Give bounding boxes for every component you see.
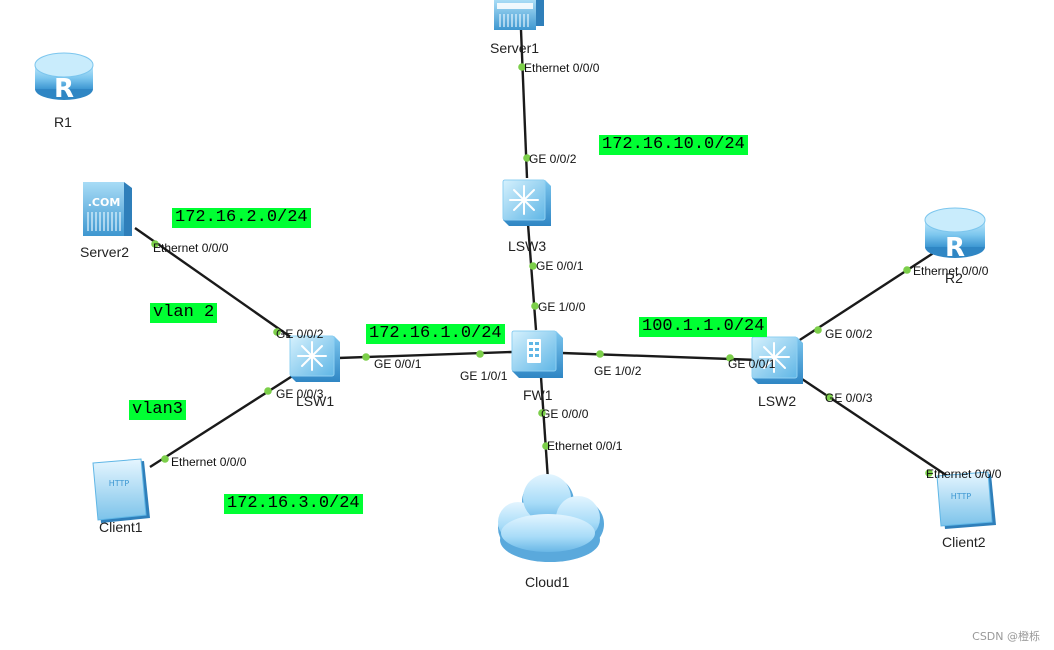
svg-text:HTTP: HTTP (951, 492, 972, 501)
port-dot-lsw1-ge003 (264, 387, 272, 395)
link-lsw2-client2[interactable] (795, 374, 959, 484)
svg-text:R: R (945, 233, 965, 263)
device-label-fw1: FW1 (523, 387, 553, 403)
port-dot-client1 (161, 455, 169, 463)
port-label-client2-eth: Ethernet 0/0/0 (926, 467, 1002, 481)
device-label-r1: R1 (54, 114, 72, 130)
port-dots (151, 63, 933, 477)
port-label-lsw2-ge001: GE 0/0/1 (728, 357, 776, 371)
port-dot-lsw2-ge002 (814, 326, 822, 334)
svg-text:R: R (54, 74, 74, 104)
port-label-lsw2-ge003: GE 0/0/3 (825, 391, 873, 405)
port-dot-cloud1 (542, 442, 550, 450)
port-dot-lsw3-bottom (529, 262, 537, 270)
server1-icon[interactable] (494, 0, 544, 30)
watermark: CSDN @橙栎 (972, 630, 1040, 643)
link-fw1-cloud1[interactable] (539, 376, 550, 481)
port-label-lsw2-ge002: GE 0/0/2 (825, 327, 873, 341)
switch-lsw3-icon[interactable] (502, 179, 551, 226)
network-label-172-16-10: 172.16.10.0/24 (599, 135, 748, 155)
port-label-cloud1-eth: Ethernet 0/0/1 (547, 439, 623, 453)
port-dot-server2 (151, 240, 159, 248)
link-lsw1-client1[interactable] (149, 373, 295, 469)
link-server1-lsw3[interactable] (519, 29, 529, 179)
device-label-r2: R2 (945, 270, 963, 286)
device-label-lsw3: LSW3 (508, 238, 547, 254)
port-dot-lsw3-top (523, 154, 531, 162)
port-dot-fw1-top (531, 302, 539, 310)
router-r2-icon[interactable]: R (924, 207, 986, 263)
port-label-lsw3-ge002: GE 0/0/2 (529, 152, 577, 166)
port-label-client1-eth: Ethernet 0/0/0 (171, 455, 247, 469)
device-label-server1: Server1 (490, 40, 540, 56)
port-label-server1-eth: Ethernet 0/0/0 (524, 61, 600, 75)
port-dot-fw1-ge102 (596, 350, 604, 358)
port-label-server2-eth: Ethernet 0/0/0 (153, 241, 229, 255)
device-label-server2: Server2 (80, 244, 130, 260)
port-dot-lsw1-ge001 (362, 353, 370, 361)
link-fw1-lsw2[interactable] (561, 351, 759, 362)
port-dot-lsw2-ge001 (726, 354, 734, 362)
device-label-client1: Client1 (99, 519, 143, 535)
svg-text:HTTP: HTTP (109, 479, 130, 488)
port-label-lsw1-ge001: GE 0/0/1 (374, 357, 422, 371)
link-server2-lsw1[interactable] (134, 227, 303, 346)
device-label-cloud1: Cloud1 (525, 574, 570, 590)
port-dot-lsw1-ge002 (273, 328, 281, 336)
client1-icon[interactable]: HTTP (92, 458, 150, 523)
client2-icon[interactable]: HTTP (936, 471, 996, 529)
vlan-label-2: vlan 2 (150, 303, 218, 323)
port-label-fw1-ge100: GE 1/0/0 (538, 300, 586, 314)
port-label-lsw3-ge001: GE 0/0/1 (536, 259, 584, 273)
switch-lsw2-icon[interactable] (751, 336, 803, 384)
router-r1-icon[interactable]: R (34, 52, 94, 104)
port-label-fw1-ge101: GE 1/0/1 (460, 369, 508, 383)
device-label-client2: Client2 (942, 534, 986, 550)
port-label-fw1-ge102: GE 1/0/2 (594, 364, 642, 378)
network-label-172-16-2: 172.16.2.0/24 (172, 208, 311, 228)
link-lsw3-fw1[interactable] (526, 223, 538, 331)
port-label-fw1-ge000: GE 0/0/0 (541, 407, 589, 421)
port-dot-server1 (518, 63, 526, 71)
port-label-lsw1-ge003: GE 0/0/3 (276, 387, 324, 401)
vlan-label-3: vlan3 (129, 400, 187, 420)
network-label-172-16-1: 172.16.1.0/24 (366, 324, 505, 344)
device-label-lsw2: LSW2 (758, 393, 797, 409)
port-dot-client2 (925, 469, 933, 477)
server2-icon[interactable]: .COM (83, 182, 132, 236)
network-label-172-16-3: 172.16.3.0/24 (224, 494, 363, 514)
port-dot-lsw2-ge003 (825, 393, 833, 401)
switch-lsw1-icon[interactable] (289, 335, 340, 382)
network-label-100-1-1: 100.1.1.0/24 (639, 317, 768, 337)
port-dot-r2 (903, 266, 911, 274)
port-dot-fw1-ge101 (476, 350, 484, 358)
port-dot-fw1-ge000 (538, 409, 546, 417)
device-label-lsw1: LSW1 (296, 393, 335, 409)
port-label-r2-eth: Ethernet 0/0/0 (913, 264, 989, 278)
port-label-lsw1-ge002: GE 0/0/2 (276, 327, 324, 341)
svg-text:.COM: .COM (88, 196, 121, 209)
cloud1-icon[interactable] (498, 474, 604, 562)
firewall-fw1-icon[interactable] (511, 330, 563, 378)
